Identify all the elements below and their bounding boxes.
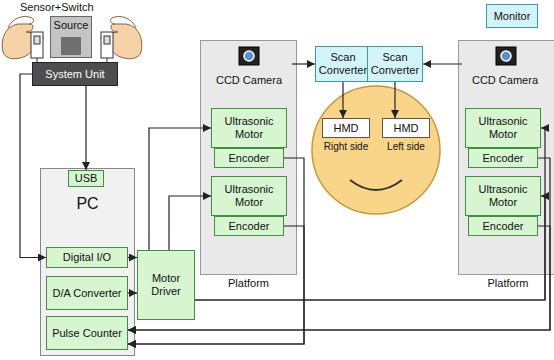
- da-converter: D/A Converter: [46, 276, 128, 310]
- hmd: HMD: [382, 118, 430, 138]
- motor-driver: Motor Driver: [137, 250, 195, 320]
- scan-converter: Scan Converter: [315, 46, 371, 82]
- ultrasonic-motor-text: Ultrasonic Motor: [212, 115, 286, 140]
- connector: [128, 257, 137, 258]
- encoder-text: Encoder: [229, 220, 270, 233]
- ultrasonic-motor-text: Ultrasonic Motor: [212, 183, 286, 208]
- left-hand: [2, 16, 43, 58]
- ultrasonic-motor: Ultrasonic Motor: [211, 108, 287, 148]
- usb-port-text: USB: [75, 172, 98, 185]
- platform: PlatformCCD CameraUltrasonic MotorEncode…: [200, 40, 297, 275]
- platform-text: Platform: [201, 277, 296, 290]
- system-unit-text: System Unit: [45, 68, 104, 81]
- encoder-text: Encoder: [483, 220, 524, 233]
- sensor-label: Sensor+Switch: [20, 1, 94, 14]
- source-box: Source: [50, 16, 93, 58]
- ultrasonic-motor: Ultrasonic Motor: [211, 176, 287, 216]
- ultrasonic-motor-text: Ultrasonic Motor: [466, 115, 540, 140]
- ccd-camera-text: CCD Camera: [472, 74, 538, 87]
- hmd-text: HMD: [393, 122, 418, 135]
- face: [312, 86, 440, 214]
- side-label: Left side: [387, 141, 425, 153]
- monitor: Monitor: [486, 4, 538, 28]
- scan-converter-text: Scan Converter: [316, 51, 370, 76]
- connector: [342, 82, 343, 118]
- connector: [128, 292, 137, 293]
- encoder: Encoder: [468, 216, 538, 236]
- encoder-text: Encoder: [229, 152, 270, 165]
- hmd: HMD: [322, 118, 370, 138]
- system-unit: System Unit: [32, 62, 118, 86]
- ccd-camera-text: CCD Camera: [216, 74, 282, 87]
- ultrasonic-motor-text: Ultrasonic Motor: [466, 183, 540, 208]
- connector: [394, 82, 395, 118]
- connector: [85, 86, 86, 170]
- right-hand: [101, 16, 142, 58]
- motor-driver-text: Motor Driver: [138, 272, 194, 297]
- usb-port: USB: [68, 170, 104, 187]
- encoder: Encoder: [468, 148, 538, 168]
- pulse-counter: Pulse Counter: [46, 316, 128, 350]
- platform-text: Platform: [459, 277, 554, 290]
- encoder-text: Encoder: [483, 152, 524, 165]
- connector: [423, 63, 462, 64]
- side-label: Right side: [324, 141, 368, 153]
- ultrasonic-motor: Ultrasonic Motor: [465, 176, 541, 216]
- scan-converter-text: Scan Converter: [368, 51, 422, 76]
- source-box-text: Source: [54, 19, 89, 32]
- connector: [292, 63, 315, 64]
- pulse-counter-text: Pulse Counter: [52, 327, 122, 340]
- hmd-text: HMD: [333, 122, 358, 135]
- da-converter-text: D/A Converter: [52, 287, 121, 300]
- digital-io-text: Digital I/O: [63, 251, 111, 264]
- pc-box-text: PC: [41, 195, 134, 213]
- ultrasonic-motor: Ultrasonic Motor: [465, 108, 541, 148]
- monitor-text: Monitor: [494, 10, 531, 23]
- encoder: Encoder: [214, 148, 284, 168]
- digital-io: Digital I/O: [46, 247, 128, 268]
- encoder: Encoder: [214, 216, 284, 236]
- scan-converter: Scan Converter: [367, 46, 423, 82]
- pc-box: PC USB Digital I/O D/A ConverterPulse Count…: [40, 168, 135, 356]
